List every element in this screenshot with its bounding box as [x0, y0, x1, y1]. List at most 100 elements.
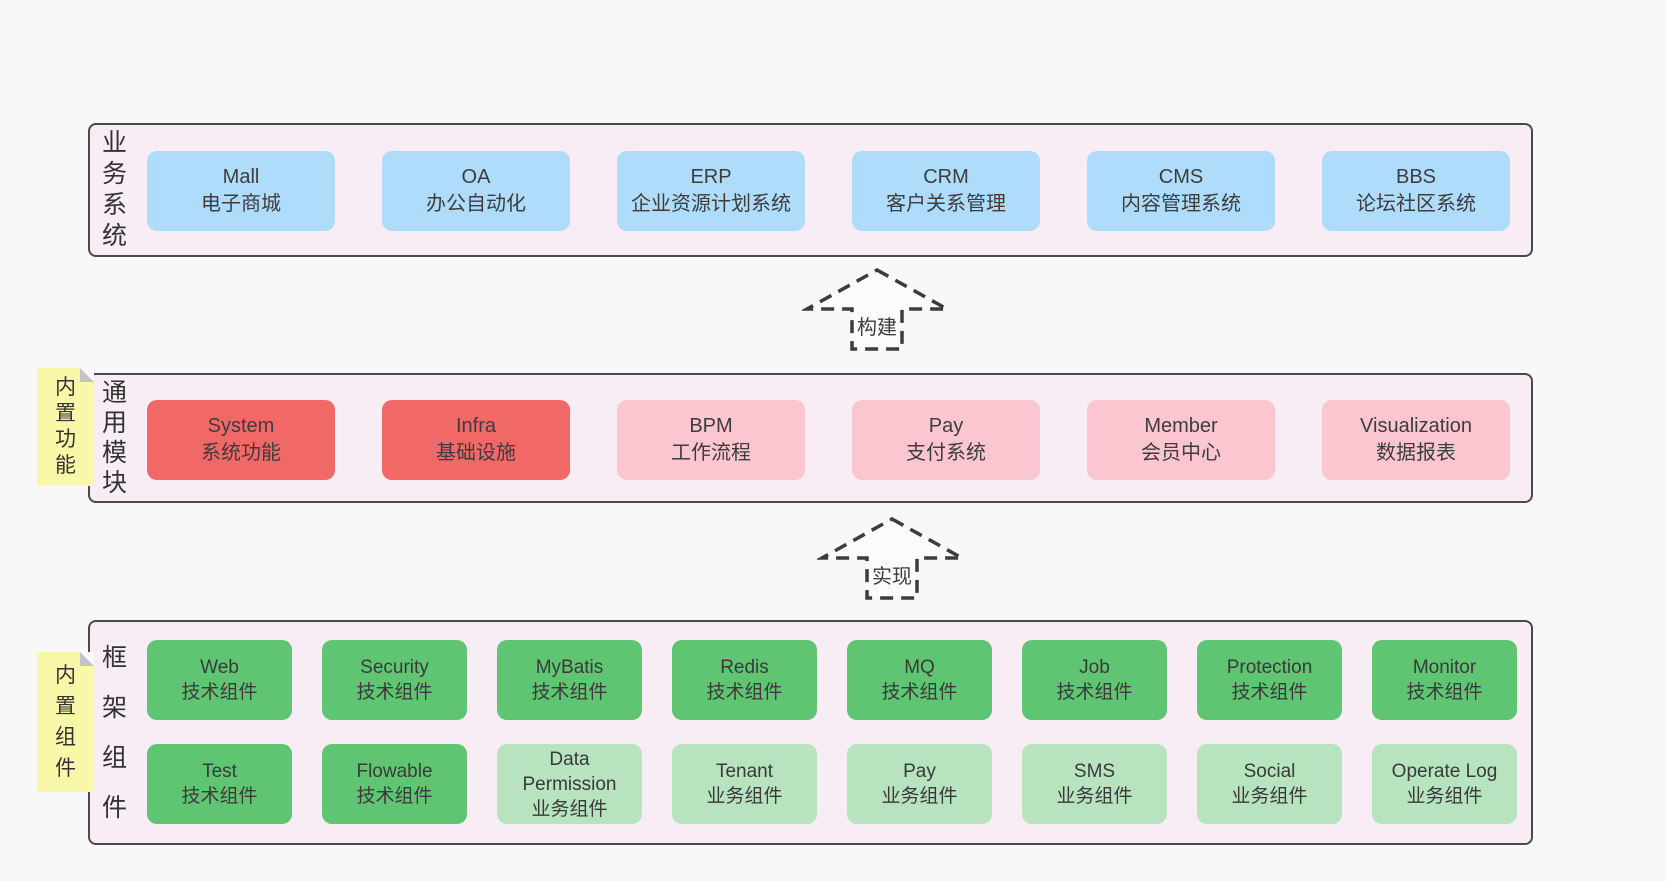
box-title-zh: 客户关系管理: [886, 193, 1006, 215]
band-framework-components-label: 框架组件: [101, 622, 128, 843]
box-title-zh: 技术组件: [1231, 682, 1308, 703]
box-title-zh: 基础设施: [436, 442, 516, 464]
box-title-en: Data Permission: [522, 748, 617, 795]
box-title-en: CMS: [1158, 166, 1204, 188]
sticky-text: 内置功能: [55, 376, 76, 477]
box-title-zh: 办公自动化: [426, 193, 526, 215]
band-common-modules: 通用模块 System 系统功能 Infra 基础设施 BPM 工作流程 Pay…: [88, 373, 1533, 503]
box-title-en: Operate Log: [1391, 761, 1498, 782]
box-title-en: Test: [202, 761, 237, 782]
box-monitor: Monitor 技术组件: [1372, 640, 1517, 720]
box-test: Test 技术组件: [147, 744, 292, 824]
box-title-en: Pay: [903, 761, 936, 782]
box-title-zh: 企业资源计划系统: [631, 193, 791, 215]
box-title-zh: 业务组件: [706, 786, 783, 807]
band-label-text: 通用模块: [101, 379, 127, 497]
box-title-en: Infra: [455, 415, 497, 437]
box-title-zh: 电子商城: [201, 193, 281, 215]
box-title-en: MQ: [904, 657, 935, 678]
box-title-zh: 技术组件: [881, 682, 958, 703]
box-title-zh: 业务组件: [1406, 786, 1483, 807]
arrow-up-icon: [802, 267, 952, 351]
box-title-zh: 系统功能: [201, 442, 281, 464]
box-social: Social 业务组件: [1197, 744, 1342, 824]
band-label-text: 框架组件: [101, 643, 127, 822]
box-title-zh: 会员中心: [1141, 442, 1221, 464]
box-title-en: Visualization: [1360, 415, 1472, 437]
folded-corner-icon: [80, 652, 94, 666]
arrow-build-label: 构建: [857, 317, 897, 339]
box-title-zh: 技术组件: [531, 682, 608, 703]
box-redis: Redis 技术组件: [672, 640, 817, 720]
box-title-en: Flowable: [356, 761, 433, 782]
box-title-zh: 技术组件: [356, 786, 433, 807]
framework-components-row-2: Test 技术组件 Flowable 技术组件 Data Permission …: [147, 744, 1517, 824]
box-title-en: BBS: [1395, 166, 1437, 188]
box-title-en: Redis: [720, 657, 769, 678]
box-infra: Infra 基础设施: [382, 400, 570, 480]
box-data-permission: Data Permission 业务组件: [497, 744, 642, 824]
framework-components-row-1: Web 技术组件 Security 技术组件 MyBatis 技术组件 Redi…: [147, 640, 1517, 720]
box-title-en: Mall: [222, 166, 260, 188]
box-title-zh: 工作流程: [671, 442, 751, 464]
box-title-en: System: [207, 415, 275, 437]
box-cms: CMS 内容管理系统: [1087, 151, 1275, 231]
box-title-en: BPM: [689, 415, 733, 437]
box-security: Security 技术组件: [322, 640, 467, 720]
box-title-zh: 技术组件: [181, 786, 258, 807]
box-mybatis: MyBatis 技术组件: [497, 640, 642, 720]
box-pay-module: Pay 支付系统: [852, 400, 1040, 480]
box-title-en: Protection: [1226, 657, 1313, 678]
arrow-implement: 实现: [817, 515, 967, 603]
box-job: Job 技术组件: [1022, 640, 1167, 720]
box-crm: CRM 客户关系管理: [852, 151, 1040, 231]
box-title-en: Security: [360, 657, 429, 678]
box-title-en: Web: [200, 657, 239, 678]
box-operate-log: Operate Log 业务组件: [1372, 744, 1517, 824]
box-mq: MQ 技术组件: [847, 640, 992, 720]
box-bbs: BBS 论坛社区系统: [1322, 151, 1510, 231]
box-sms: SMS 业务组件: [1022, 744, 1167, 824]
box-title-zh: 技术组件: [1056, 682, 1133, 703]
band-framework-components: 框架组件 Web 技术组件 Security 技术组件 MyBatis 技术组件…: [88, 620, 1533, 845]
box-mall: Mall 电子商城: [147, 151, 335, 231]
box-title-en: CRM: [923, 166, 969, 188]
box-title-en: Pay: [928, 415, 964, 437]
box-title-zh: 技术组件: [1406, 682, 1483, 703]
box-title-zh: 数据报表: [1376, 442, 1456, 464]
box-protection: Protection 技术组件: [1197, 640, 1342, 720]
box-visualization: Visualization 数据报表: [1322, 400, 1510, 480]
box-title-zh: 技术组件: [181, 682, 258, 703]
box-title-zh: 内容管理系统: [1121, 193, 1241, 215]
box-title-en: Member: [1144, 415, 1218, 437]
box-erp: ERP 企业资源计划系统: [617, 151, 805, 231]
box-title-en: SMS: [1073, 761, 1116, 782]
business-systems-row: Mall 电子商城 OA 办公自动化 ERP 企业资源计划系统 CRM 客户关系…: [147, 151, 1510, 231]
sticky-built-in-features: 内置功能: [37, 368, 94, 486]
box-title-en: Social: [1243, 761, 1296, 782]
box-title-en: MyBatis: [535, 657, 604, 678]
box-title-zh: 业务组件: [881, 786, 958, 807]
arrow-implement-label: 实现: [872, 566, 912, 588]
box-title-zh: 论坛社区系统: [1356, 193, 1476, 215]
box-title-zh: 技术组件: [356, 682, 433, 703]
box-oa: OA 办公自动化: [382, 151, 570, 231]
box-system: System 系统功能: [147, 400, 335, 480]
box-title-en: Monitor: [1412, 657, 1477, 678]
box-web: Web 技术组件: [147, 640, 292, 720]
box-title-en: Job: [1079, 657, 1110, 678]
common-modules-row: System 系统功能 Infra 基础设施 BPM 工作流程 Pay 支付系统…: [147, 400, 1510, 480]
box-tenant: Tenant 业务组件: [672, 744, 817, 824]
box-title-zh: 业务组件: [531, 798, 608, 820]
box-title-zh: 支付系统: [906, 442, 986, 464]
sticky-built-in-components: 内置组件: [37, 652, 94, 792]
box-title-en: OA: [461, 166, 491, 188]
box-bpm: BPM 工作流程: [617, 400, 805, 480]
box-flowable: Flowable 技术组件: [322, 744, 467, 824]
box-title-zh: 技术组件: [706, 682, 783, 703]
band-common-modules-label: 通用模块: [101, 375, 128, 501]
box-title-zh: 业务组件: [1231, 786, 1308, 807]
box-member: Member 会员中心: [1087, 400, 1275, 480]
box-title-en: Tenant: [715, 761, 774, 782]
